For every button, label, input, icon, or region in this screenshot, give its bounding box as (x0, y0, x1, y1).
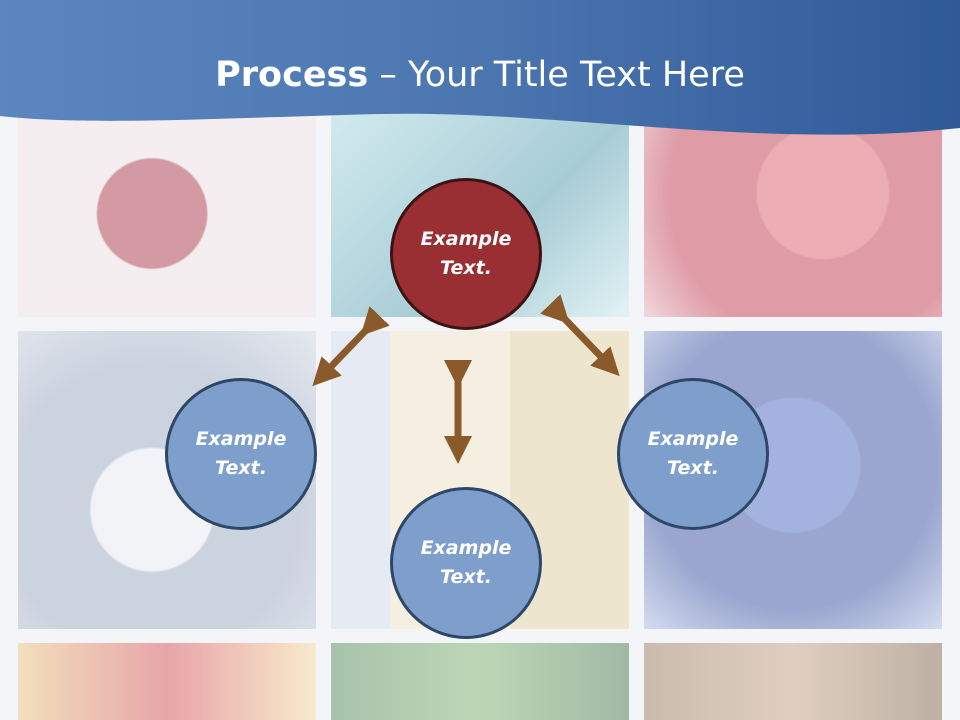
photo-brown-gifts (644, 643, 942, 720)
photo-red-ornaments (18, 110, 316, 317)
node-left-text: Example Text. (195, 428, 287, 479)
title-rest: – Your Title Text Here (368, 55, 745, 95)
header-band (0, 0, 960, 135)
node-bottom: Example Text. (390, 487, 542, 639)
node-right: Example Text. (617, 378, 769, 530)
node-left: Example Text. (165, 378, 317, 530)
photo-red-bauble (644, 110, 942, 317)
node-top-text: Example Text. (420, 228, 512, 279)
photo-green-pine (331, 643, 629, 720)
title-bold: Process (215, 55, 369, 95)
photo-teal-star (331, 110, 629, 317)
photo-red-ribbon (18, 643, 316, 720)
double-arrow-icon (540, 294, 620, 377)
slide-title: Process – Your Title Text Here (0, 52, 960, 98)
node-right-text: Example Text. (647, 428, 739, 479)
double-arrow-icon (312, 306, 390, 387)
node-top: Example Text. (390, 178, 542, 330)
node-bottom-text: Example Text. (420, 537, 512, 588)
